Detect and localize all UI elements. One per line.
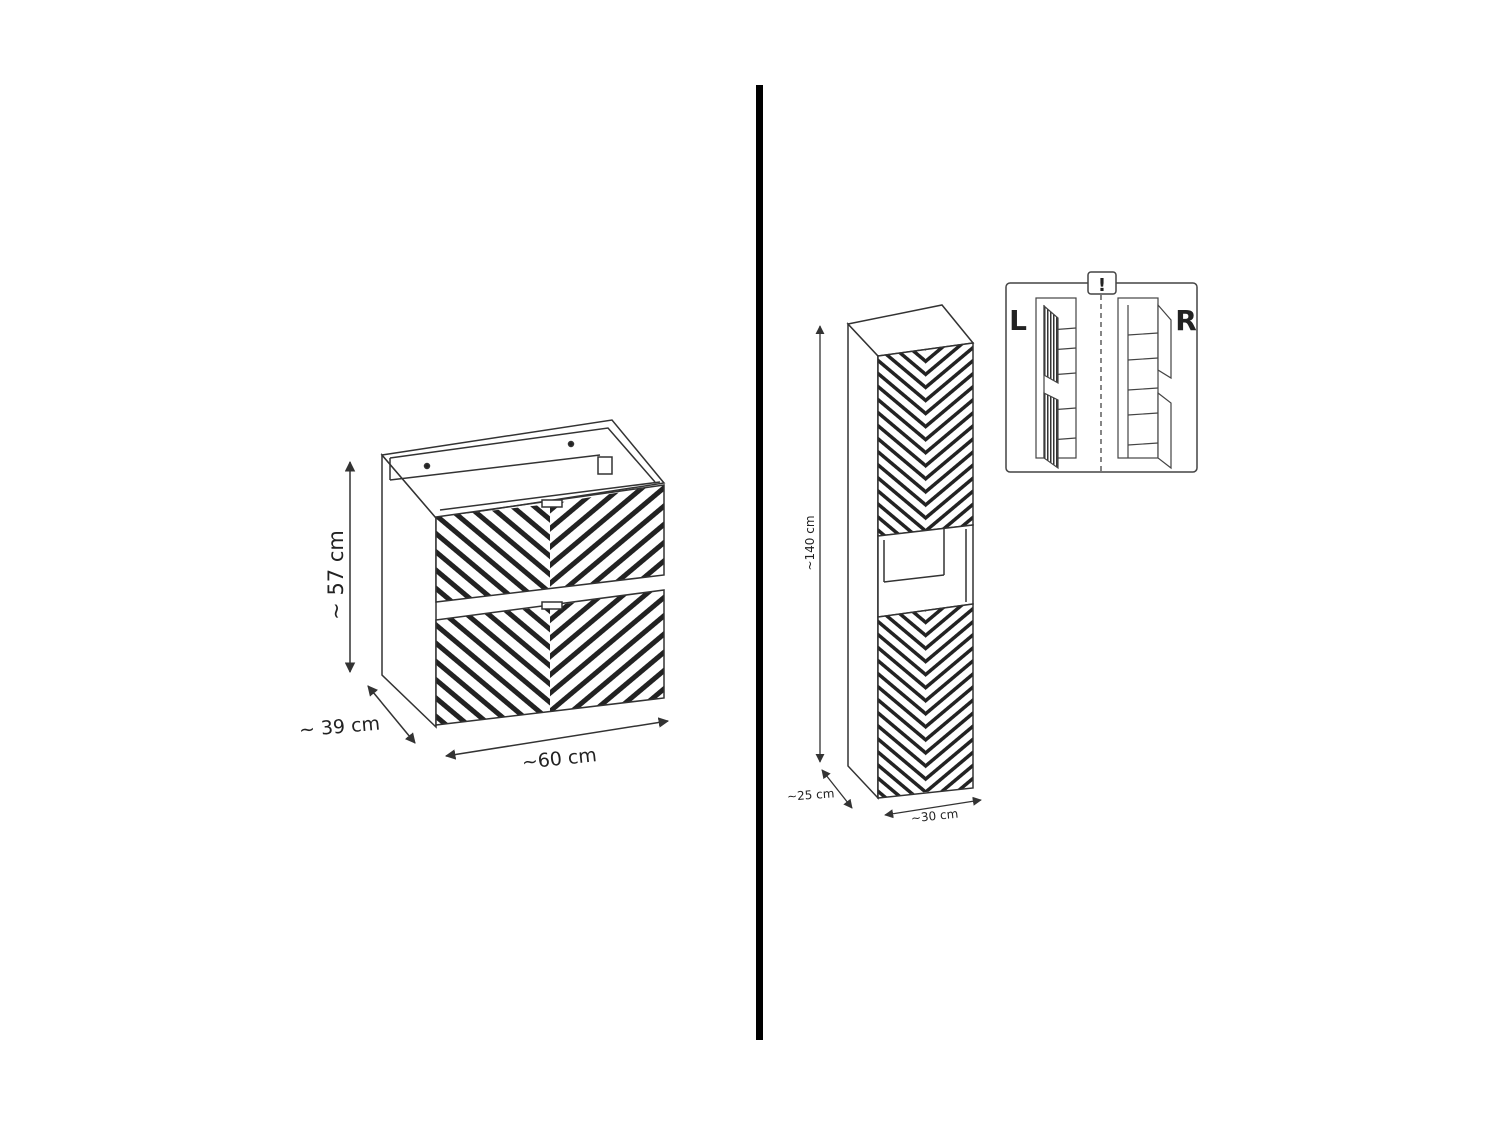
vanity-cabinet-drawing [380, 419, 666, 729]
vanity-width-label: ~60 cm [521, 744, 598, 774]
tall-cabinet-drawing [846, 304, 975, 800]
vanity-height-label: ~ 57 cm [324, 530, 348, 620]
tall-depth-label: ~25 cm [787, 786, 835, 803]
vanity-dimension-arrows [344, 460, 670, 760]
warning-icon: ! [1098, 275, 1106, 296]
left-hinge-label: L [1009, 304, 1027, 337]
tall-height-label: ~140 cm [803, 515, 817, 570]
door-hinge-inset: ! L R [1005, 271, 1198, 473]
right-hinge-label: R [1175, 304, 1197, 337]
tall-width-label: ~30 cm [910, 807, 959, 826]
vanity-depth-label: ~ 39 cm [298, 713, 381, 742]
divider-line [756, 85, 763, 1040]
tall-dimension-arrows [815, 325, 982, 819]
